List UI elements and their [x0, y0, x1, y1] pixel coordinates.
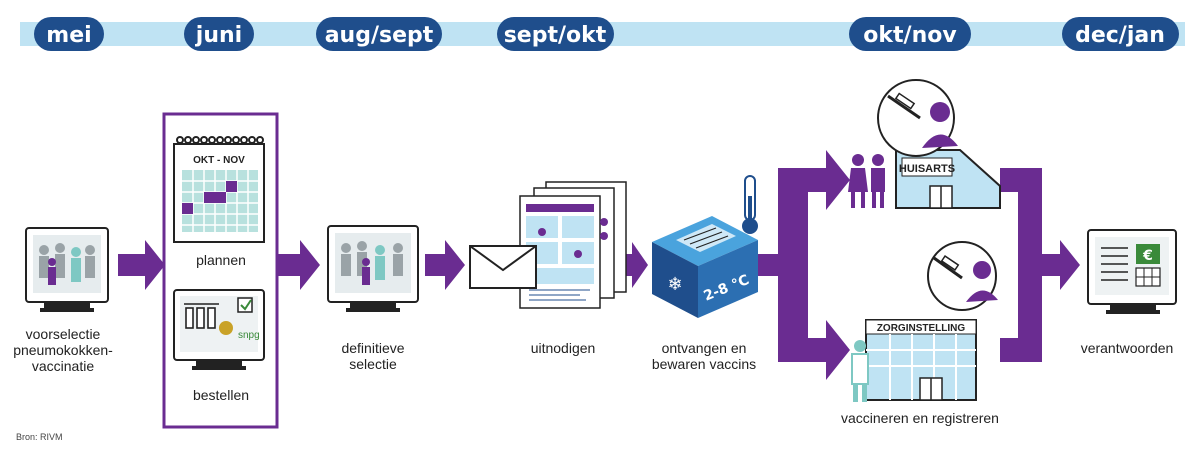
calendar-icon: OKT - NOV	[173, 136, 265, 243]
month-label: aug/sept	[325, 23, 434, 48]
envelope-icon	[469, 245, 537, 289]
thermometer-icon	[742, 175, 758, 234]
month-pill-aug-sept: aug/sept	[316, 17, 442, 51]
flow-arrows	[118, 150, 1080, 380]
arrow-2	[276, 240, 320, 290]
gp-sign: HUISARTS	[899, 163, 955, 175]
month-label: sept/okt	[504, 23, 607, 48]
month-pill-dec-jan: dec/jan	[1062, 17, 1179, 51]
step-label-selection: definitieve selectie	[341, 340, 405, 372]
accounting-monitor-icon: €	[1087, 229, 1177, 314]
step-label-account: verantwoorden	[1080, 340, 1174, 356]
patients-icon	[848, 154, 885, 208]
source-credit: Bron: RIVM	[16, 432, 63, 442]
selection-monitor-icon	[327, 225, 419, 312]
month-pill-juni: juni	[184, 17, 254, 51]
preselection-monitor-icon	[25, 227, 109, 312]
month-label: dec/jan	[1075, 23, 1165, 48]
care-vaccination-bubble-icon	[927, 241, 998, 311]
month-pill-sept-okt: sept/okt	[497, 17, 614, 51]
arrow-3	[425, 240, 465, 290]
arrow-1	[118, 240, 165, 290]
care-sign: ZORGINSTELLING	[877, 323, 966, 334]
euro-icon: €	[1142, 248, 1153, 264]
nurse-icon	[851, 340, 869, 402]
cooler-box-icon: ❄ 2-8 °C	[652, 216, 758, 318]
snowflake-icon: ❄	[667, 274, 682, 295]
care-institution-icon: ZORGINSTELLING	[865, 319, 977, 401]
snpg-badge: snpg	[238, 330, 260, 341]
month-pill-mei: mei	[34, 17, 104, 51]
order-monitor-icon: snpg	[173, 289, 265, 370]
merge-bracket	[1000, 168, 1080, 362]
month-label: okt/nov	[863, 23, 957, 48]
calendar-title: OKT - NOV	[193, 155, 245, 166]
month-pill-okt-nov: okt/nov	[849, 17, 971, 51]
month-label: juni	[195, 23, 242, 48]
planning-frame	[162, 112, 279, 429]
month-label: mei	[46, 23, 91, 48]
step-label-preselection: voorselectie pneumokokken-vaccinatie	[13, 326, 113, 374]
step-label-order: bestellen	[192, 387, 250, 403]
step-label-vaccinate: vaccineren en registreren	[841, 410, 999, 426]
step-label-plan: plannen	[196, 252, 246, 268]
step-label-store: ontvangen en bewaren vaccins	[651, 340, 757, 372]
gp-vaccination-bubble-icon	[877, 79, 958, 157]
arrow-4	[622, 242, 648, 288]
branch-bracket	[755, 150, 850, 380]
step-label-invite: uitnodigen	[530, 340, 596, 356]
gp-house-icon: HUISARTS	[895, 149, 1001, 209]
